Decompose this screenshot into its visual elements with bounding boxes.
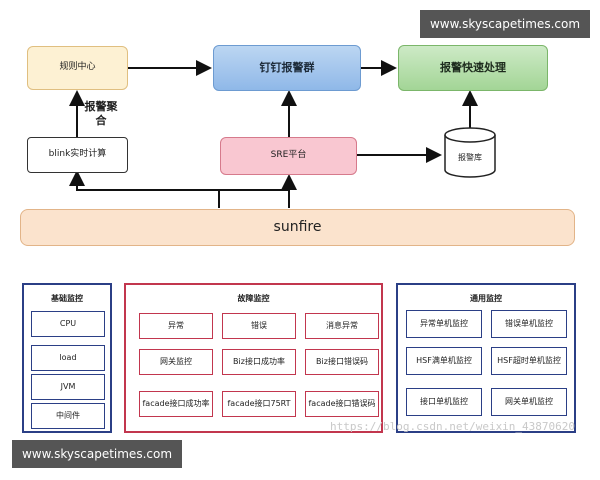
fault-item: facade接口成功率 [139, 391, 213, 417]
database-icon [444, 127, 496, 178]
sunfire-bar: sunfire [20, 209, 575, 246]
fault-item: facade接口错误码 [305, 391, 379, 417]
basic-item: load [31, 345, 105, 371]
arrow-sunfire-to-blink [69, 170, 220, 208]
fault-item: 错误 [222, 313, 296, 339]
general-item: 错误单机监控 [491, 310, 567, 338]
fault-item: 网关监控 [139, 349, 213, 375]
fault-item: 异常 [139, 313, 213, 339]
dingding-alarm-group-box: 钉钉报警群 [213, 45, 361, 91]
panel-basic-title: 基础监控 [51, 294, 83, 303]
fault-item: Biz接口成功率 [222, 349, 296, 375]
panel-fault-monitoring: 故障监控 异常 错误 消息异常 网关监控 Biz接口成功率 Biz接口错误码 f… [124, 283, 383, 433]
fault-item: 消息异常 [305, 313, 379, 339]
panel-fault-title: 故障监控 [237, 294, 270, 303]
fault-item: facade接口75RT [222, 391, 296, 417]
rule-center-box: 规则中心 [27, 46, 128, 90]
general-item: HSF超时单机监控 [491, 347, 567, 375]
panel-general-monitoring: 通用监控 异常单机监控 错误单机监控 HSF满单机监控 HSF超时单机监控 接口… [396, 283, 576, 433]
general-item: 异常单机监控 [406, 310, 482, 338]
panel-general-title: 通用监控 [470, 294, 502, 303]
alarm-aggregate-label: 报警聚合 [84, 100, 118, 127]
alarm-db-label: 报警库 [458, 153, 482, 162]
fault-item: Biz接口错误码 [305, 349, 379, 375]
sre-platform-box: SRE平台 [220, 137, 357, 175]
alarm-fast-process-box: 报警快速处理 [398, 45, 548, 91]
general-item: HSF满单机监控 [406, 347, 482, 375]
basic-item: CPU [31, 311, 105, 337]
watermark-bottom: www.skyscapetimes.com [12, 440, 182, 468]
basic-item: 中间件 [31, 403, 105, 429]
basic-item: JVM [31, 374, 105, 400]
watermark-top: www.skyscapetimes.com [420, 10, 590, 38]
faint-url-watermark: https://blog.csdn.net/weixin_43870620 [330, 420, 576, 433]
blink-realtime-box: blink实时计算 [27, 137, 128, 173]
general-item: 网关单机监控 [491, 388, 567, 416]
panel-basic-monitoring: 基础监控 CPU load JVM 中间件 [22, 283, 112, 433]
general-item: 接口单机监控 [406, 388, 482, 416]
